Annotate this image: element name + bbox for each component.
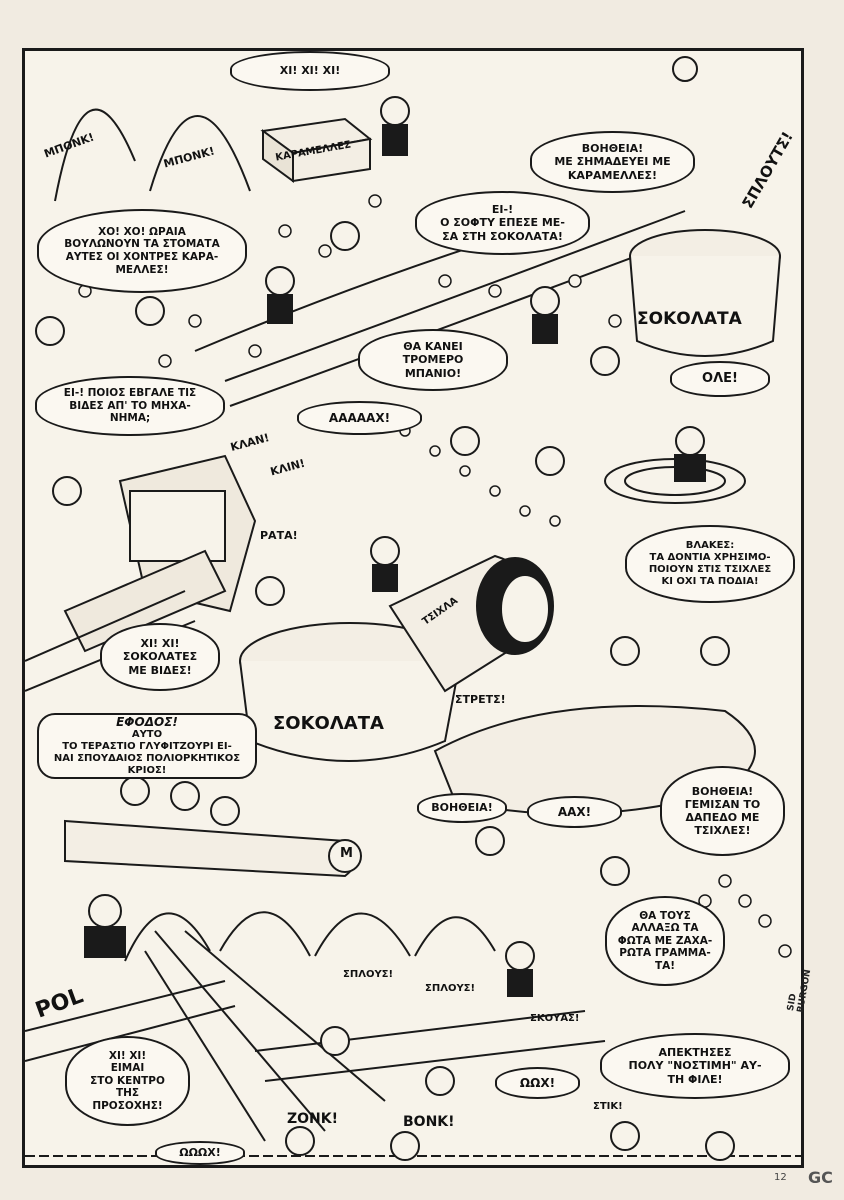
bonk-arc-1 (54, 108, 136, 202)
efodos-text: ΑΥΤΟ ΤΟ ΤΕΡΑΣΤΙΟ ΓΛΥΦΙΤΖΟΥΡΙ ΕΙ- ΝΑΙ ΣΠΟ… (53, 729, 241, 777)
speech-bubble-xi-top: ΧΙ! ΧΙ! ΧΙ! (230, 51, 390, 91)
speech-bubble-efodos: ΕΦΟΔΟΣ! ΑΥΤΟ ΤΟ ΤΕΡΑΣΤΙΟ ΓΛΥΦΙΤΖΟΥΡΙ ΕΙ-… (37, 713, 257, 779)
chocolate-bowl-label: ΣΟΚΟΛΑΤΑ (273, 713, 384, 734)
sfx-zonk: ZONK! (287, 1111, 339, 1127)
speech-bubble-help-small: ΒΟΗΘΕΙΑ! (417, 793, 507, 823)
speech-bubble-aax: ΑΑΧ! (527, 796, 622, 828)
speech-bubble-lights: ΘΑ ΤΟΥΣ ΑΛΛΑΞΩ ΤΑ ΦΩΤΑ ΜΕ ΖΑΧΑ- ΡΩΤΑ ΓΡΑ… (605, 896, 725, 986)
scan-corner-mark: GC (808, 1168, 833, 1187)
speech-bubble-ooox: ΩΩΧ! (495, 1067, 580, 1099)
sfx-strets: ΣΤΡΕΤΣ! (455, 693, 506, 706)
bonk-arc-2 (149, 115, 251, 192)
sfx-splous-2: ΣΠΛΟΥΣ! (425, 983, 476, 994)
sfx-splous-1: ΣΠΛΟΥΣ! (343, 969, 394, 980)
speech-bubble-tromero-banio: ΘΑ ΚΑΝΕΙ ΤΡΟΜΕΡΟ ΜΠΑΝΙΟ! (358, 329, 508, 391)
speech-bubble-apektises: ΑΠΕΚΤΗΣΕΣ ΠΟΛΥ "ΝΟΣΤΙΜΗ" ΑΥ- ΤΗ ΦΙΛΕ! (600, 1033, 790, 1099)
comic-panel: ΧΙ! ΧΙ! ΧΙ! ΒΟΗΘΕΙΑ! ΜΕ ΣΗΜΑΔΕΥΕΙ ΜΕ ΚΑΡ… (22, 48, 804, 1168)
chocolate-vat-label: ΣΟΚΟΛΑΤΑ (637, 309, 742, 329)
speech-bubble-xo-xo: ΧΟ! ΧΟ! ΩΡΑΙΑ ΒΟΥΛΩΝΟΥΝ ΤΑ ΣΤΟΜΑΤΑ ΑΥΤΕΣ… (37, 209, 247, 293)
efodos-exclaim: ΕΦΟΔΟΣ! (116, 714, 178, 729)
speech-bubble-help-floor: ΒΟΗΘΕΙΑ! ΓΕΜΙΣΑΝ ΤΟ ΔΑΠΕΔΟ ΜΕ ΤΣΙΧΛΕΣ! (660, 766, 785, 856)
sfx-bonk-3: BONK! (403, 1114, 455, 1130)
speech-bubble-ole: ΟΛΕ! (670, 361, 770, 397)
speech-bubble-oooox-bottom: ΩΩΩΧ! (155, 1141, 245, 1165)
speech-bubble-center: ΧΙ! ΧΙ! ΕΙΜΑΙ ΣΤΟ ΚΕΝΤΡΟ ΤΗΣ ΠΡΟΣΟΧΗΣ! (65, 1036, 190, 1126)
sfx-rata: ΡΑΤΑ! (260, 529, 298, 542)
speech-bubble-who-screws: ΕΙ-! ΠΟΙΟΣ ΕΒΓΑΛΕ ΤΙΣ ΒΙΔΕΣ ΑΠ' ΤΟ ΜΗΧΑ-… (35, 376, 225, 436)
sfx-skouas: ΣΚΟΥΑΣ! (530, 1013, 580, 1024)
speech-bubble-xi-sokolates: ΧΙ! ΧΙ! ΣΟΚΟΛΑΤΕΣ ΜΕ ΒΙΔΕΣ! (100, 623, 220, 691)
page-number: 12 (774, 1172, 787, 1183)
sfx-stik: ΣΤΙΚ! (593, 1101, 623, 1112)
speech-bubble-aaaax: ΑΑΑΑΑΧ! (297, 401, 422, 435)
speech-bubble-softy-fell: ΕΙ-! Ο ΣΟΦΤΥ ΕΠΕΣΕ ΜΕ- ΣΑ ΣΤΗ ΣΟΚΟΛΑΤΑ! (415, 191, 590, 255)
speech-bubble-vlakes: ΒΛΑΚΕΣ: ΤΑ ΔΟΝΤΙΑ ΧΡΗΣΙΜΟ- ΠΟΙΟΥΝ ΣΤΙΣ Τ… (625, 525, 795, 603)
speech-bubble-help-caramels: ΒΟΗΘΕΙΑ! ΜΕ ΣΗΜΑΔΕΥΕΙ ΜΕ ΚΑΡΑΜΕΛΛΕΣ! (530, 131, 695, 193)
lollipop-m-label: M (340, 846, 353, 861)
